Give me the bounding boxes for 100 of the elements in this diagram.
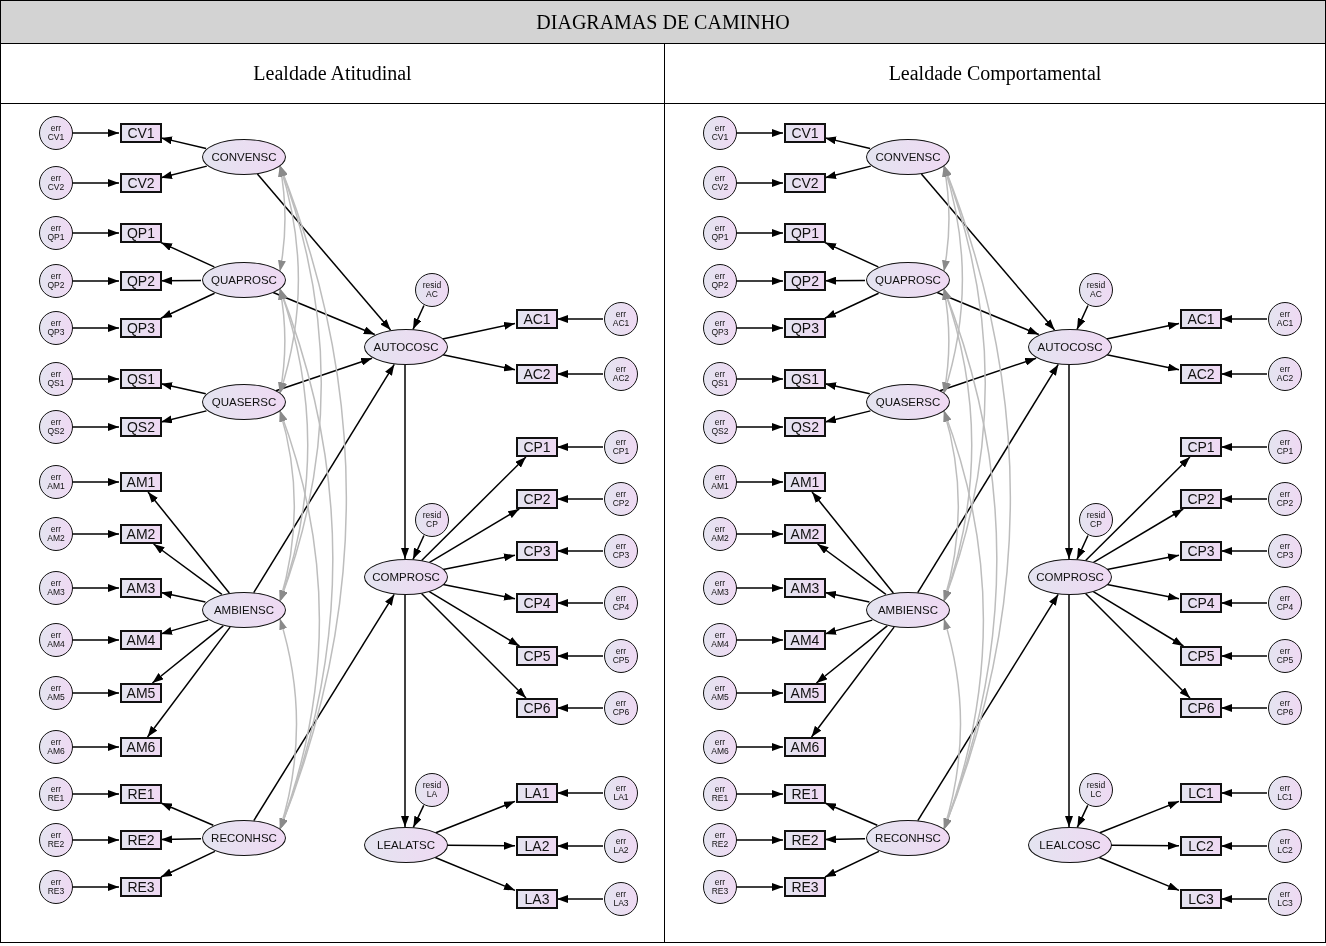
arrow: [1076, 304, 1089, 331]
arrow: [152, 543, 223, 596]
arrow: [939, 357, 1037, 392]
error-term-circle: err RE2: [703, 823, 737, 857]
error-term-circle: err QP1: [39, 216, 73, 250]
arrow: [442, 583, 516, 601]
indicator-box: RE2: [784, 830, 826, 850]
arrow: [275, 357, 373, 392]
arrow: [253, 593, 395, 822]
error-term-circle: err CP5: [604, 639, 638, 673]
error-term-circle: err CP1: [604, 430, 638, 464]
arrow: [71, 836, 120, 844]
error-term-circle: err QP2: [39, 264, 73, 298]
indicator-box: LA1: [516, 783, 558, 803]
indicator-box: AC2: [516, 364, 558, 384]
arrow: [71, 743, 120, 751]
arrow: [420, 592, 527, 699]
indicator-box: AM3: [120, 578, 162, 598]
error-term-circle: err CV2: [703, 166, 737, 200]
error-term-circle: err RE1: [39, 777, 73, 811]
arrow: [920, 173, 1056, 331]
arrow: [71, 883, 120, 891]
arrow: [824, 619, 873, 635]
arrow: [735, 375, 784, 383]
arrow: [71, 129, 120, 137]
indicator-box: AM5: [784, 683, 826, 703]
arrow: [71, 790, 120, 798]
indicator-box: CP4: [516, 593, 558, 613]
error-term-circle: err RE3: [39, 870, 73, 904]
covariance-arrow: [943, 287, 998, 831]
arrow: [435, 800, 516, 834]
arrow: [735, 229, 784, 237]
indicator-box: RE3: [120, 877, 162, 897]
arrow: [1105, 321, 1180, 340]
latent-variable-ellipse: COMPROSC: [364, 559, 448, 595]
arrow: [1099, 800, 1180, 834]
error-term-circle: err QP2: [703, 264, 737, 298]
indicator-box: AM2: [120, 524, 162, 544]
indicator-box: CP6: [516, 698, 558, 718]
indicator-box: RE1: [784, 784, 826, 804]
arrow: [442, 354, 516, 372]
arrow: [1106, 354, 1180, 372]
arrow: [71, 375, 120, 383]
arrow: [1220, 652, 1268, 660]
arrow: [556, 652, 604, 660]
latent-variable-ellipse: QUASERSC: [866, 384, 950, 420]
arrow: [1220, 842, 1268, 850]
indicator-box: LA3: [516, 889, 558, 909]
arrow: [71, 423, 120, 431]
error-term-circle: err AC1: [604, 302, 638, 336]
covariance-arrow: [943, 617, 962, 831]
arrow: [824, 136, 871, 150]
arrow: [735, 277, 784, 285]
panel-heading: Lealdade Comportamental: [887, 60, 1103, 87]
arrow: [160, 382, 207, 395]
arrow: [824, 850, 880, 878]
arrow: [824, 276, 866, 285]
arrow: [735, 636, 784, 644]
arrow: [1220, 443, 1268, 451]
arrow: [735, 179, 784, 187]
indicator-box: AC2: [1180, 364, 1222, 384]
arrow: [160, 410, 208, 424]
arrow: [160, 165, 208, 179]
error-term-circle: err AM6: [703, 730, 737, 764]
arrow: [412, 804, 425, 829]
error-term-circle: err AC2: [1268, 357, 1302, 391]
arrow: [160, 850, 216, 878]
indicator-box: AM1: [784, 472, 826, 492]
table-title: DIAGRAMAS DE CAMINHO: [0, 0, 1326, 44]
indicator-box: AM6: [120, 737, 162, 757]
arrow: [1065, 364, 1073, 560]
indicator-box: QP1: [784, 223, 826, 243]
arrow: [1220, 547, 1268, 555]
error-term-circle: err LC3: [1268, 882, 1302, 916]
arrow: [1220, 704, 1268, 712]
arrow: [160, 835, 202, 844]
error-term-circle: err RE1: [703, 777, 737, 811]
latent-variable-ellipse: CONVENSC: [202, 139, 286, 175]
arrow: [936, 291, 1040, 336]
error-term-circle: err QS1: [39, 362, 73, 396]
covariance-arrow: [941, 164, 950, 273]
indicator-box: AM1: [120, 472, 162, 492]
arrow: [917, 593, 1059, 822]
indicator-box: QP2: [120, 271, 162, 291]
arrow: [1065, 594, 1073, 828]
latent-variable-ellipse: QUAPROSC: [202, 262, 286, 298]
arrow: [420, 456, 527, 562]
arrow: [442, 553, 516, 571]
residual-circle: resid AC: [1079, 273, 1113, 307]
arrow: [1220, 315, 1268, 323]
covariance-arrow: [941, 287, 950, 395]
indicator-box: CP2: [516, 489, 558, 509]
error-term-circle: err QP3: [39, 311, 73, 345]
indicator-box: CP3: [516, 541, 558, 561]
arrow: [735, 836, 784, 844]
error-term-circle: err AM4: [39, 623, 73, 657]
arrow: [71, 584, 120, 592]
arrow: [151, 625, 225, 684]
arrow: [816, 543, 887, 596]
error-term-circle: err CP2: [1268, 482, 1302, 516]
